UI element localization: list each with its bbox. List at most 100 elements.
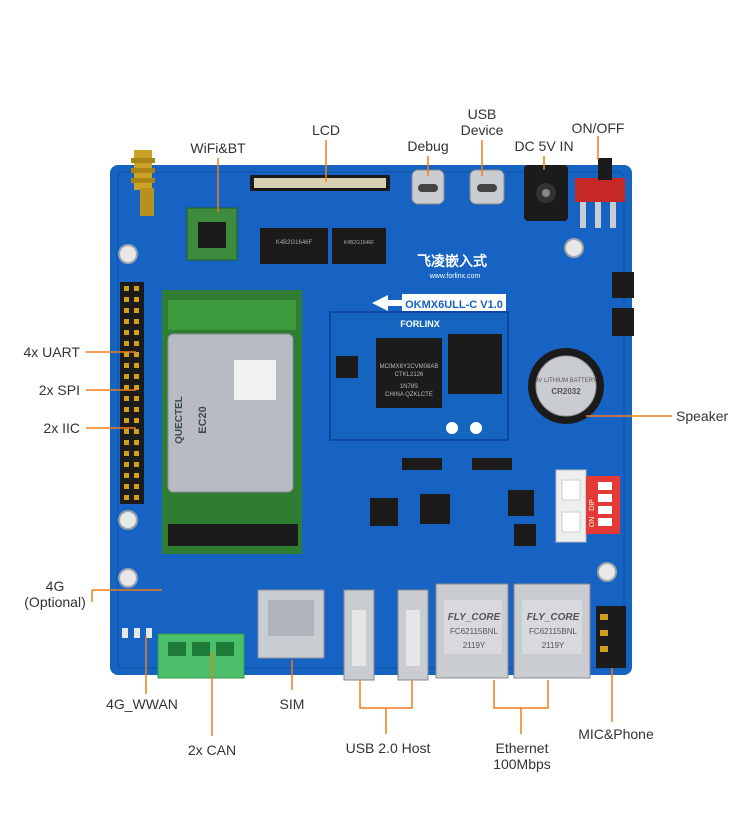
header-pin — [124, 407, 129, 412]
label-4g-optional: (Optional) — [24, 594, 86, 610]
lcd-connector — [250, 175, 390, 191]
cpu-marking-1: MCIMX6Y2CVM08AB — [380, 364, 439, 370]
label-ethernet: Ethernet — [495, 740, 549, 756]
header-pin — [134, 352, 139, 357]
can-terminal — [157, 633, 245, 679]
header-pin — [134, 429, 139, 434]
eth1-date: 2119Y — [463, 641, 486, 650]
eth1-brand: FLY_CORE — [448, 612, 501, 623]
header-pin — [124, 374, 129, 379]
dip-on-label: ON — [589, 517, 596, 528]
eth2-date: 2119Y — [542, 641, 565, 650]
som-core-board — [329, 311, 509, 441]
memory-chips: K4B2G1646F K4B2G1646F — [260, 228, 386, 264]
header-pin — [134, 330, 139, 335]
header-pin — [134, 308, 139, 313]
label-on-off: ON/OFF — [571, 120, 625, 136]
header-pin — [134, 385, 139, 390]
battery-text: 3V LITHIUM BATTERY — [535, 378, 597, 384]
side-buttons — [612, 272, 634, 336]
mem-label-2: K4B2G1646F — [344, 240, 374, 246]
header-pin — [124, 495, 129, 500]
dc-jack — [524, 165, 568, 221]
battery-model: CR2032 — [551, 387, 581, 396]
label-usb-device-line2: Device — [460, 122, 504, 138]
label-wwan: 4G_WWAN — [106, 696, 178, 712]
wwan-leds — [122, 628, 152, 638]
header-pin — [124, 286, 129, 291]
eth1-model: FC62115BNL — [450, 627, 498, 636]
header-pin — [124, 418, 129, 423]
mounting-holes — [118, 238, 617, 588]
label-lcd: LCD — [311, 122, 341, 138]
dip-switch — [586, 476, 620, 534]
brand-url-silkscreen: www.forlinx.com — [429, 273, 481, 280]
wifi-bt-module — [186, 207, 238, 261]
audio-jacks — [596, 606, 626, 668]
header-pin — [134, 440, 139, 445]
header-pin — [124, 451, 129, 456]
header-pin — [124, 429, 129, 434]
modem-brand: QUECTEL — [174, 396, 185, 444]
header-pin — [124, 297, 129, 302]
header-pin — [134, 407, 139, 412]
header-pin — [134, 396, 139, 401]
leader-lines — [86, 136, 672, 736]
header-pin — [124, 484, 129, 489]
pin-header — [120, 282, 144, 504]
label-speaker: Speaker — [676, 408, 729, 424]
header-pin — [124, 352, 129, 357]
header-pin — [134, 451, 139, 456]
label-4g: 4G — [45, 578, 65, 594]
coin-cell-battery — [528, 348, 604, 424]
label-iic: 2x IIC — [43, 420, 80, 436]
header-pin — [134, 297, 139, 302]
header-pin — [124, 385, 129, 390]
header-pin — [134, 473, 139, 478]
header-pin — [134, 495, 139, 500]
brand-silkscreen: 飞凌嵌入式 — [417, 253, 487, 269]
header-pin — [124, 319, 129, 324]
header-pin — [124, 473, 129, 478]
antenna-connector — [131, 150, 155, 216]
cpu-marking-2: CTKL2126 — [395, 372, 424, 378]
board-name: OKMX6ULL-C V1.0 — [405, 299, 503, 311]
header-pin — [134, 319, 139, 324]
cpu-marking-4: CHINA QZKLCTE — [385, 392, 433, 398]
usb-host-ports — [343, 589, 429, 681]
dip-label: DIP — [589, 499, 596, 511]
header-pin — [134, 341, 139, 346]
label-wifi-bt: WiFi&BT — [190, 140, 246, 156]
misc-ics — [370, 458, 536, 546]
modem-module — [162, 290, 302, 554]
cpu-marking-3: 1N78S — [400, 384, 418, 390]
power-switch — [575, 158, 625, 228]
label-usb-host: USB 2.0 Host — [345, 740, 431, 756]
header-pin — [124, 363, 129, 368]
label-usb-device-line1: USB — [467, 106, 497, 122]
ethernet-ports — [435, 583, 591, 679]
header-pin — [134, 418, 139, 423]
eth2-model: FC62115BNL — [529, 627, 577, 636]
header-pin — [124, 396, 129, 401]
header-pin — [124, 462, 129, 467]
header-pin — [134, 363, 139, 368]
som-brand: FORLINX — [400, 319, 440, 329]
debug-usb-c-port — [411, 169, 445, 205]
label-ethernet-speed: 100Mbps — [493, 756, 551, 772]
eth2-brand: FLY_CORE — [527, 612, 580, 623]
mem-label-1: K4B2G1646F — [276, 240, 313, 246]
pin-header-pins — [124, 286, 139, 500]
label-mic-phone: MIC&Phone — [578, 726, 654, 742]
header-pin — [134, 484, 139, 489]
label-debug: Debug — [407, 138, 449, 154]
header-pin — [124, 440, 129, 445]
sim-slot — [257, 589, 325, 659]
label-spi: 2x SPI — [38, 382, 80, 398]
board-name-silkscreen — [372, 294, 506, 312]
modem-model: EC20 — [197, 406, 209, 434]
header-pin — [134, 374, 139, 379]
header-pin — [124, 341, 129, 346]
label-uart: 4x UART — [23, 344, 80, 360]
